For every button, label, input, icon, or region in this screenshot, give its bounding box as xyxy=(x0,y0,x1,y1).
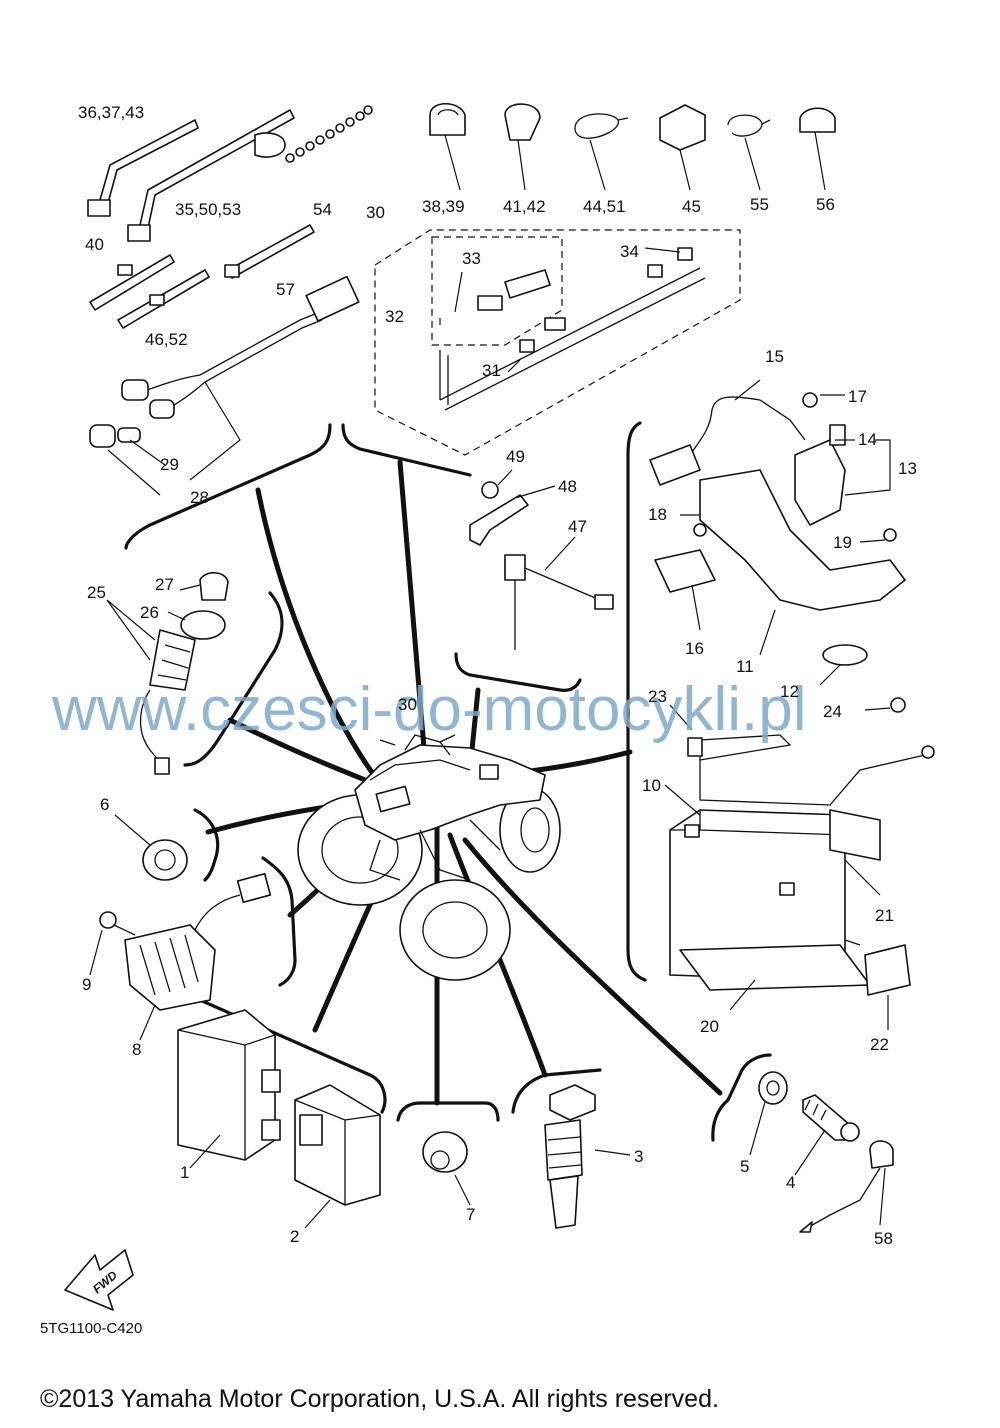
callout-8: 8 xyxy=(132,1040,141,1059)
callout-54: 54 xyxy=(313,200,332,219)
ecu-group xyxy=(177,1009,381,1229)
callout-47: 47 xyxy=(568,517,587,536)
relay-group xyxy=(649,379,906,686)
callout-15: 15 xyxy=(765,347,784,366)
callout-labels: 36,37,43 35,50,53 54 40 57 46,52 29 28 3… xyxy=(78,103,917,1248)
sensor-3 xyxy=(544,1084,631,1229)
callout-20: 20 xyxy=(700,1017,719,1036)
callout-44-51: 44,51 xyxy=(583,197,626,216)
callout-2: 2 xyxy=(290,1227,299,1246)
callout-1: 1 xyxy=(180,1163,189,1182)
callout-57: 57 xyxy=(276,280,295,299)
callout-46-52: 46,52 xyxy=(145,330,188,349)
callout-30-center: 30 xyxy=(398,695,417,714)
callout-28: 28 xyxy=(190,488,209,507)
callout-26: 26 xyxy=(140,603,159,622)
callout-27: 27 xyxy=(155,575,174,594)
bead-chain xyxy=(285,105,373,163)
callout-45: 45 xyxy=(682,197,701,216)
callout-9: 9 xyxy=(82,975,91,994)
callout-34: 34 xyxy=(620,242,639,261)
callout-32: 32 xyxy=(385,307,404,326)
lead-wire-box xyxy=(374,229,741,456)
callout-13: 13 xyxy=(898,459,917,478)
callout-55: 55 xyxy=(750,195,769,214)
wire-harness-sub xyxy=(89,275,360,496)
callout-10: 10 xyxy=(642,776,661,795)
group-braces xyxy=(124,421,772,1142)
sensor-6 xyxy=(114,814,188,881)
callout-17: 17 xyxy=(848,387,867,406)
callout-5: 5 xyxy=(740,1157,749,1176)
battery-group xyxy=(664,697,935,1030)
callout-18: 18 xyxy=(648,505,667,524)
callout-16: 16 xyxy=(685,639,704,658)
callout-29: 29 xyxy=(160,455,179,474)
sensor-4-5-58 xyxy=(749,1071,894,1233)
callout-36-37-43: 36,37,43 xyxy=(78,103,144,122)
callout-21: 21 xyxy=(875,906,894,925)
sensor-7 xyxy=(422,1131,471,1206)
callout-7: 7 xyxy=(466,1205,475,1224)
callout-25: 25 xyxy=(87,583,106,602)
callout-4: 4 xyxy=(786,1173,795,1192)
callout-48: 48 xyxy=(558,477,577,496)
rectifier-group xyxy=(89,872,272,1041)
watermark: www.czesci-do-motocykli.pl xyxy=(51,675,807,744)
atv-illustration xyxy=(297,734,561,981)
callout-22: 22 xyxy=(870,1035,889,1054)
callout-3: 3 xyxy=(634,1147,643,1166)
callout-38-39: 38,39 xyxy=(422,197,465,216)
cable-ties-group xyxy=(87,105,373,329)
callout-49: 49 xyxy=(506,447,525,466)
document-code: 5TG1100-C420 xyxy=(40,1320,142,1337)
callout-23: 23 xyxy=(648,687,667,706)
callout-58: 58 xyxy=(874,1229,893,1248)
callout-41-42: 41,42 xyxy=(503,197,546,216)
copyright-line: ©2013 Yamaha Motor Corporation, U.S.A. A… xyxy=(40,1385,719,1413)
callout-31: 31 xyxy=(482,361,501,380)
callout-6: 6 xyxy=(100,795,109,814)
callout-33: 33 xyxy=(462,249,481,268)
callout-12: 12 xyxy=(780,682,799,701)
callout-19: 19 xyxy=(833,533,852,552)
callout-11: 11 xyxy=(736,657,754,676)
callout-40: 40 xyxy=(85,235,104,254)
callout-35-50-53: 35,50,53 xyxy=(175,200,241,219)
clamps-group xyxy=(429,102,836,191)
callout-30-box: 30 xyxy=(366,203,385,222)
sensor-group xyxy=(469,469,614,650)
main-switch-group xyxy=(106,571,229,775)
callout-14: 14 xyxy=(858,430,877,449)
fwd-arrow: FWD xyxy=(64,1249,134,1311)
callout-24: 24 xyxy=(823,702,842,721)
callout-56: 56 xyxy=(816,195,835,214)
